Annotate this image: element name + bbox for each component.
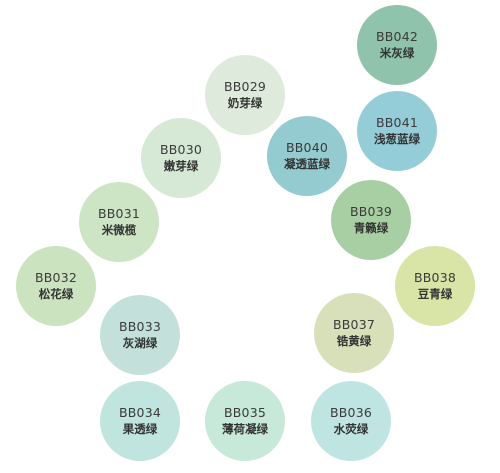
swatch-code: BB037: [332, 317, 375, 332]
swatch-bb034: BB034 果透绿: [100, 381, 180, 461]
swatch-name: 凝透蓝绿: [284, 157, 330, 171]
swatch-bb040: BB040 凝透蓝绿: [267, 116, 347, 196]
swatch-name: 奶芽绿: [227, 96, 263, 110]
swatch-bb038: BB038 豆青绿: [395, 246, 475, 326]
swatch-name: 青籁绿: [353, 221, 389, 235]
swatch-code: BB041: [375, 115, 418, 130]
swatch-bb030: BB030 嫩芽绿: [141, 118, 221, 198]
swatch-code: BB032: [34, 270, 77, 285]
swatch-bb033: BB033 灰湖绿: [100, 295, 180, 375]
swatch-code: BB038: [413, 270, 456, 285]
swatch-name: 锆黄绿: [336, 334, 372, 348]
swatch-name: 水荧绿: [333, 422, 369, 436]
swatch-code: BB029: [223, 79, 266, 94]
swatch-code: BB030: [159, 142, 202, 157]
swatch-bb029: BB029 奶芽绿: [205, 55, 285, 135]
swatch-name: 灰湖绿: [122, 336, 158, 350]
swatch-code: BB036: [329, 405, 372, 420]
swatch-name: 米灰绿: [379, 46, 415, 60]
swatch-code: BB040: [285, 140, 328, 155]
swatch-bb041: BB041 浅葱蓝绿: [357, 91, 437, 171]
swatch-bb036: BB036 水荧绿: [311, 381, 391, 461]
swatch-name: 米微榄: [101, 223, 137, 237]
swatch-name: 嫩芽绿: [163, 159, 199, 173]
swatch-name: 果透绿: [122, 422, 158, 436]
swatch-code: BB031: [97, 206, 140, 221]
swatch-bb032: BB032 松花绿: [16, 246, 96, 326]
swatch-name: 薄荷凝绿: [222, 422, 268, 436]
swatch-name: 浅葱蓝绿: [374, 132, 420, 146]
swatch-code: BB042: [375, 29, 418, 44]
swatch-bb035: BB035 薄荷凝绿: [205, 381, 285, 461]
swatch-name: 豆青绿: [417, 287, 453, 301]
swatch-bb031: BB031 米微榄: [79, 182, 159, 262]
swatch-code: BB033: [118, 319, 161, 334]
swatch-name: 松花绿: [38, 287, 74, 301]
swatch-bb042: BB042 米灰绿: [357, 5, 437, 85]
swatch-code: BB034: [118, 405, 161, 420]
swatch-code: BB035: [223, 405, 266, 420]
swatch-bb037: BB037 锆黄绿: [314, 293, 394, 373]
swatch-code: BB039: [349, 204, 392, 219]
swatch-bb039: BB039 青籁绿: [331, 180, 411, 260]
